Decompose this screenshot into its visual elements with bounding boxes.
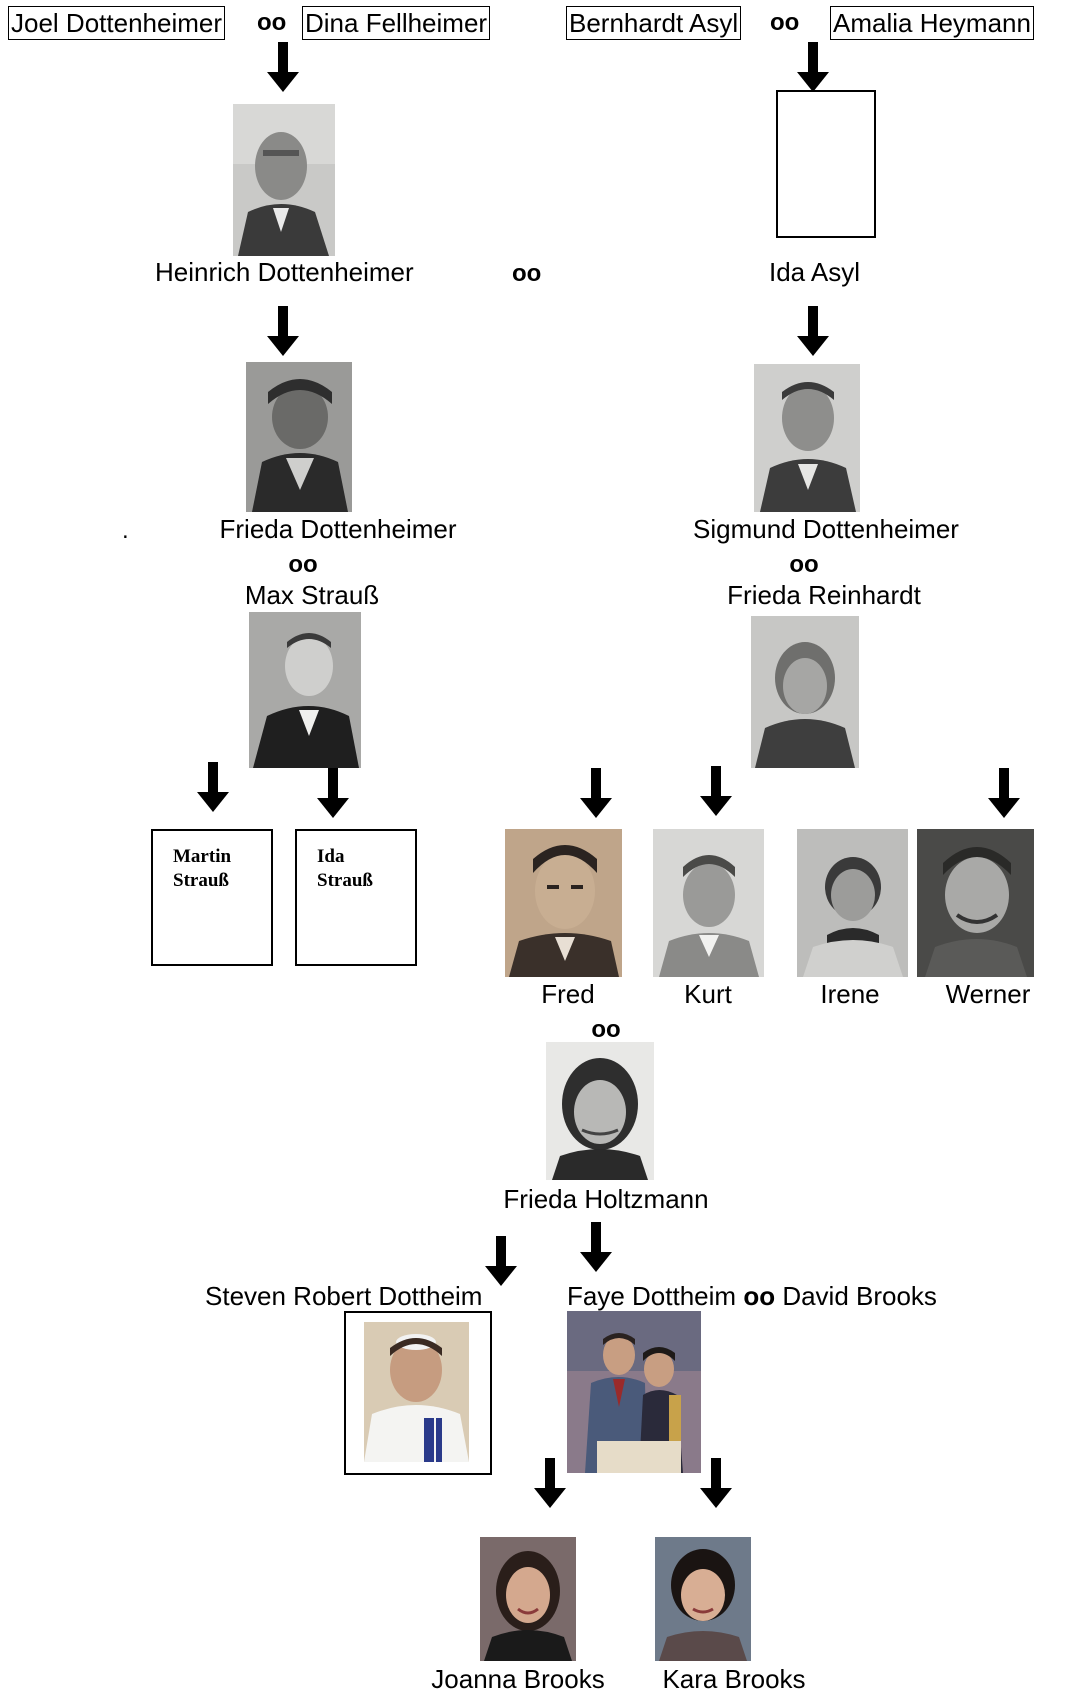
- frieda-holtzmann-photo: [546, 1042, 654, 1180]
- marriage-symbol: oo: [288, 551, 318, 578]
- steven-robert-dottheim-photo: [364, 1322, 469, 1462]
- sigmund-dottenheimer-label: Sigmund Dottenheimer: [693, 514, 959, 544]
- martin-strauss-last: Strauß: [173, 870, 229, 891]
- ida-strauss-first: Ida: [317, 846, 345, 867]
- frieda-dottenheimer-photo: [246, 362, 352, 512]
- kurt-label: Kurt: [684, 979, 732, 1009]
- marriage-symbol: oo: [512, 260, 542, 287]
- werner-photo: [917, 829, 1034, 977]
- frieda-reinhardt-label: Frieda Reinhardt: [727, 580, 921, 610]
- down-arrow-icon: [197, 762, 229, 812]
- steven-robert-dottheim-label: Steven Robert Dottheim: [205, 1281, 483, 1311]
- dina-fellheimer-label: Dina Fellheimer: [305, 8, 488, 38]
- down-arrow-icon: [485, 1236, 517, 1286]
- kara-brooks-label: Kara Brooks: [662, 1664, 806, 1694]
- down-arrow-icon: [534, 1458, 566, 1508]
- bernhardt-asyl-label: Bernhardt Asyl: [569, 8, 739, 38]
- dina-fellheimer-box: Dina Fellheimer: [302, 6, 491, 40]
- joel-dottenheimer-box: Joel Dottenheimer: [8, 6, 225, 40]
- ida-asyl-label: Ida Asyl: [769, 257, 861, 287]
- faye-dottheim-group: Faye Dottheim oo David Brooks: [567, 1281, 937, 1311]
- frieda-dottenheimer-label: Frieda Dottenheimer: [219, 514, 457, 544]
- marriage-symbol: oo: [770, 9, 800, 36]
- ida-strauss-box: Ida Strauß: [295, 829, 417, 966]
- marriage-symbol: oo: [591, 1016, 621, 1043]
- faye-and-david-brooks-photo: [567, 1311, 701, 1473]
- bernhardt-asyl-box: Bernhardt Asyl: [566, 6, 742, 40]
- fred-label: Fred: [541, 979, 595, 1009]
- sigmund-dottenheimer-photo: [754, 364, 860, 512]
- down-arrow-icon: [700, 766, 732, 816]
- down-arrow-icon: [580, 1222, 612, 1272]
- werner-label: Werner: [945, 979, 1031, 1009]
- marriage-symbol: oo: [743, 1281, 776, 1311]
- down-arrow-icon: [267, 42, 299, 92]
- heinrich-dottenheimer-photo: [233, 104, 335, 256]
- marriage-symbol: oo: [257, 9, 287, 36]
- joanna-brooks-photo: [480, 1537, 576, 1661]
- down-arrow-icon: [797, 42, 829, 92]
- kurt-photo: [653, 829, 764, 977]
- down-arrow-icon: [580, 768, 612, 818]
- david-brooks-label: David Brooks: [782, 1281, 937, 1311]
- down-arrow-icon: [317, 768, 349, 818]
- irene-label: Irene: [820, 979, 880, 1009]
- faye-dottheim-label: Faye Dottheim: [567, 1281, 737, 1311]
- marriage-symbol: oo: [789, 551, 819, 578]
- martin-strauss-box: Martin Strauß: [151, 829, 273, 966]
- max-strauss-photo: [249, 612, 361, 768]
- down-arrow-icon: [267, 306, 299, 356]
- ida-asyl-empty-photo: [776, 90, 876, 238]
- stray-dot: .: [122, 517, 129, 544]
- ida-strauss-last: Strauß: [317, 870, 373, 891]
- down-arrow-icon: [988, 768, 1020, 818]
- down-arrow-icon: [700, 1458, 732, 1508]
- kara-brooks-photo: [655, 1537, 751, 1661]
- joel-dottenheimer-label: Joel Dottenheimer: [11, 8, 222, 38]
- frieda-holtzmann-label: Frieda Holtzmann: [503, 1184, 709, 1214]
- martin-strauss-first: Martin: [173, 846, 232, 867]
- joanna-brooks-label: Joanna Brooks: [431, 1664, 605, 1694]
- down-arrow-icon: [797, 306, 829, 356]
- amalia-heymann-box: Amalia Heymann: [830, 6, 1034, 40]
- irene-photo: [797, 829, 908, 977]
- amalia-heymann-label: Amalia Heymann: [833, 8, 1031, 38]
- max-strauss-label: Max Strauß: [244, 580, 380, 610]
- frieda-reinhardt-photo: [751, 616, 859, 768]
- fred-photo: [505, 829, 622, 977]
- heinrich-dottenheimer-label: Heinrich Dottenheimer: [155, 257, 414, 287]
